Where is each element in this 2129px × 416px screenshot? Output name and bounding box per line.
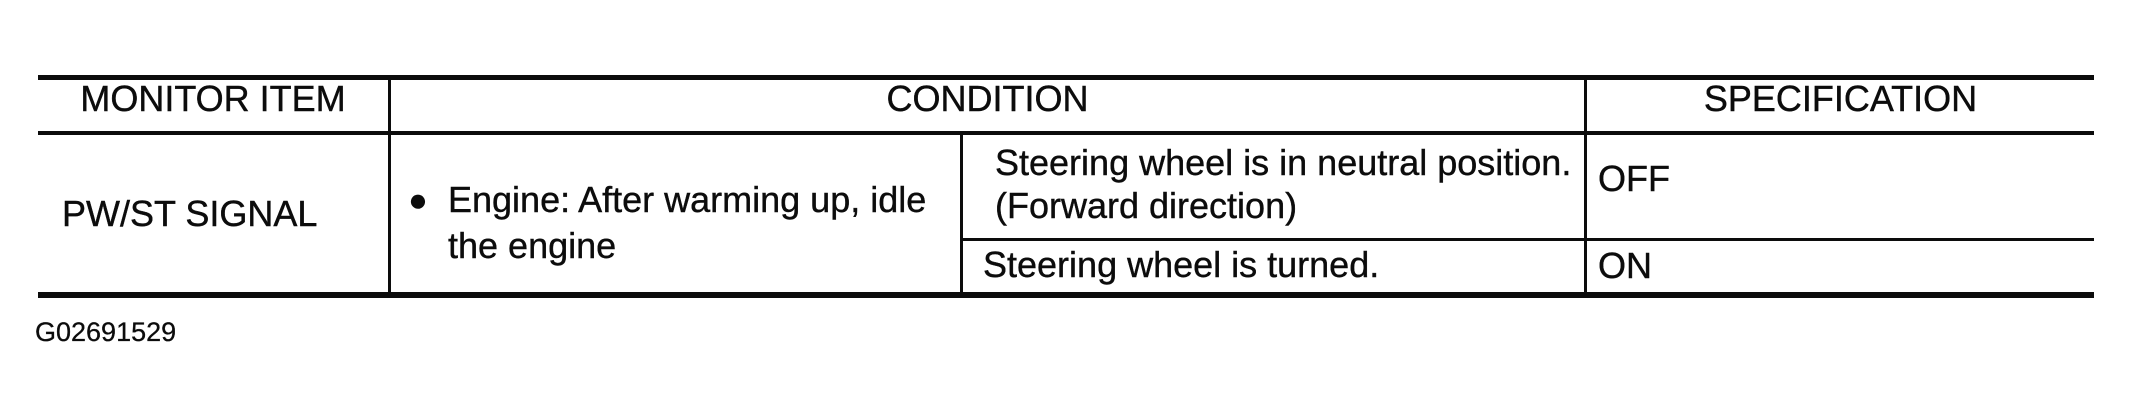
table-bottom-border: [38, 292, 2094, 298]
column-header-condition: CONDITION: [886, 78, 1089, 119]
column-header-monitor-item: MONITOR ITEM: [80, 78, 346, 119]
condition-neutral-line2: (Forward direction): [995, 185, 1298, 226]
condition-neutral-line1: Steering wheel is in neutral position.: [995, 142, 1572, 183]
condition-engine-cell: Engine: After warming up, idle the engin…: [448, 177, 927, 269]
monitor-item-value: PW/ST SIGNAL: [62, 193, 318, 234]
divider-condition-subcolumn: [960, 131, 963, 298]
bullet-icon: ●: [408, 181, 428, 218]
condition-engine-line1: Engine: After warming up, idle: [448, 179, 927, 220]
specification-on-value: ON: [1598, 245, 1652, 286]
figure-code: G02691529: [35, 317, 177, 347]
condition-engine-line2: the engine: [448, 225, 617, 266]
condition-turned-cell: Steering wheel is turned.: [983, 244, 1380, 285]
divider-condition-specification: [1584, 75, 1587, 298]
divider-monitor-condition: [388, 75, 391, 298]
table-top-border: [38, 75, 2094, 80]
column-header-specification: SPECIFICATION: [1703, 78, 1978, 119]
specification-off-value: OFF: [1598, 158, 1670, 199]
table-header-separator: [38, 131, 2094, 135]
table-subrow-separator: [960, 238, 2094, 241]
condition-neutral-cell: Steering wheel is in neutral position. (…: [995, 141, 1572, 227]
